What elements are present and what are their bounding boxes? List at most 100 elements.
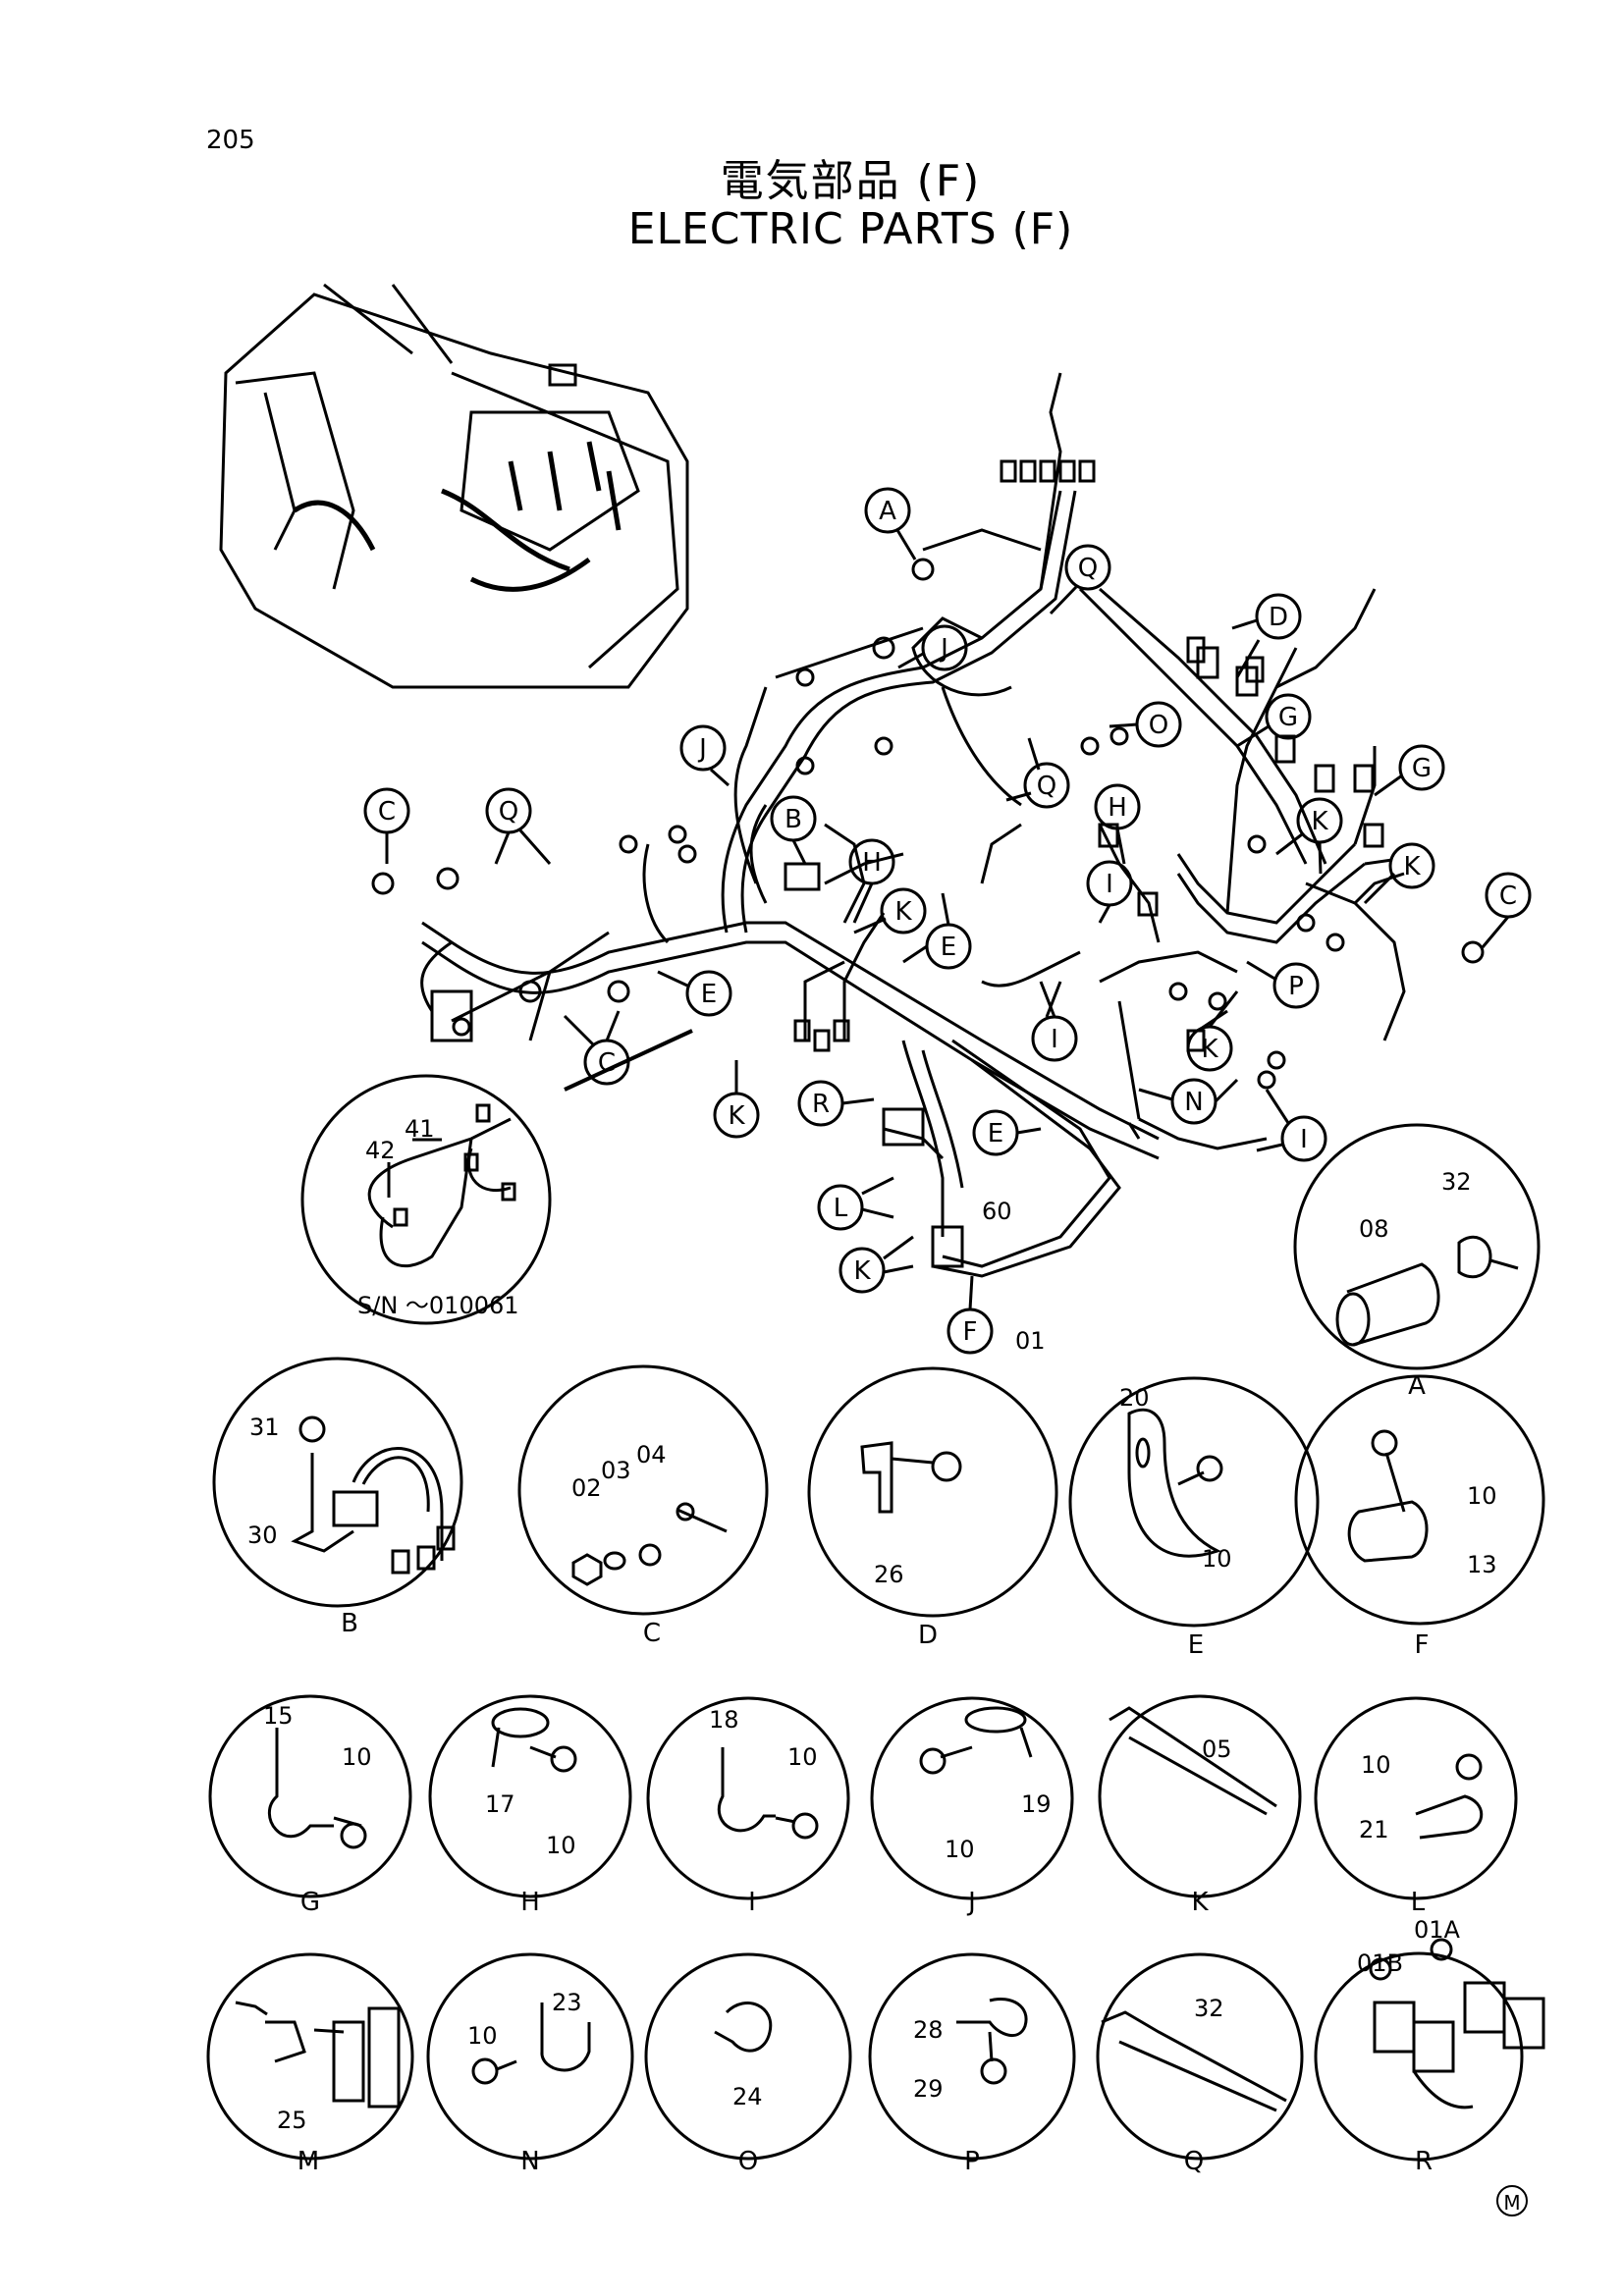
part-number: 21	[1359, 1816, 1389, 1843]
callout-letter: D	[1269, 603, 1288, 632]
callout-letter: Q	[499, 797, 518, 827]
detail-letter: E	[1188, 1630, 1204, 1660]
detail-drawings	[235, 1235, 1545, 2112]
part-number: 10	[546, 1832, 576, 1859]
part-number: 10	[787, 1743, 818, 1771]
callout-letter: H	[1108, 793, 1127, 823]
detail-letter: H	[520, 1888, 540, 1917]
part-number: 10	[467, 2022, 498, 2050]
callout-letter: J	[939, 634, 948, 664]
detail-letter: D	[918, 1621, 938, 1650]
callout-letter: G	[1412, 754, 1432, 783]
page-title-japanese: 電気部品 (F)	[720, 156, 982, 206]
part-number: 18	[709, 1706, 739, 1734]
serial-number-inset	[300, 1029, 693, 1325]
serial-range: S/N ～010061	[357, 1292, 519, 1319]
callout-letter: J	[697, 734, 707, 764]
part-number: 19	[1021, 1790, 1052, 1818]
manufacturer-mark: M	[1496, 2185, 1528, 2216]
detail-letter: A	[1408, 1371, 1426, 1401]
callout-letter: C	[598, 1048, 616, 1078]
callout-pointers	[385, 529, 1510, 1310]
part-number: 32	[1441, 1168, 1472, 1196]
part-number: 15	[263, 1702, 294, 1730]
part-number: 05	[1202, 1735, 1232, 1763]
callout-letter: E	[701, 980, 717, 1009]
part-number: 10	[945, 1836, 975, 1863]
part-number: 13	[1467, 1551, 1497, 1578]
callout-letter: C	[1499, 881, 1517, 911]
callout-letter: K	[1201, 1035, 1218, 1064]
detail-letter: M	[298, 2147, 319, 2176]
part-number: 01A	[1414, 1916, 1461, 1944]
part-number: 41	[405, 1115, 435, 1143]
part-number: 31	[249, 1414, 280, 1441]
page-number: 205	[206, 126, 255, 155]
callout-letter: C	[378, 797, 396, 827]
main-wire-harness	[371, 372, 1485, 1278]
part-number: 28	[913, 2016, 944, 2044]
part-number: 32	[1194, 1995, 1224, 2022]
detail-letter: G	[300, 1888, 320, 1917]
detail-letter: B	[341, 1609, 358, 1638]
part-number: 03	[601, 1457, 631, 1484]
detail-letter: O	[738, 2147, 758, 2176]
detail-letter: L	[1411, 1888, 1426, 1917]
callout-letter: L	[834, 1194, 848, 1223]
part-number: 04	[636, 1441, 667, 1468]
callout-letter: Q	[1037, 772, 1056, 801]
callout-letter: I	[1106, 870, 1113, 899]
callout-letter: A	[879, 497, 896, 526]
callout-letter: K	[1311, 807, 1328, 836]
callout-letter: K	[894, 897, 912, 927]
part-number: 29	[913, 2075, 944, 2103]
detail-letter: K	[1191, 1888, 1209, 1917]
part-number: 42	[365, 1137, 396, 1164]
callout-letter: G	[1278, 703, 1298, 732]
detail-letter: P	[964, 2147, 980, 2176]
part-number: 08	[1359, 1215, 1389, 1243]
callout-letter: I	[1300, 1125, 1308, 1154]
callout-letter: F	[963, 1317, 978, 1347]
callout-letter: E	[988, 1119, 1003, 1148]
detail-letter: N	[520, 2147, 539, 2176]
callout-letters: A Q J D O G G J Q C Q B H H K K K I E E …	[378, 497, 1517, 1347]
detail-letter: F	[1415, 1630, 1430, 1660]
part-number: 10	[342, 1743, 372, 1771]
callout-letter: N	[1184, 1088, 1203, 1117]
callout-letter: H	[862, 848, 882, 878]
part-number: 02	[571, 1474, 602, 1502]
callout-letter: K	[853, 1256, 871, 1286]
part-number: 20	[1119, 1384, 1150, 1412]
callout-letter: E	[941, 933, 956, 962]
part-number: 30	[247, 1522, 278, 1549]
part-number: 26	[874, 1561, 904, 1588]
part-number: 60	[982, 1198, 1012, 1225]
part-number: 01	[1015, 1327, 1046, 1355]
part-number: 23	[552, 1989, 582, 2016]
part-number: 10	[1361, 1751, 1391, 1779]
part-number: 10	[1202, 1545, 1232, 1573]
detail-letter: Q	[1184, 2147, 1204, 2176]
excavator-overview	[219, 283, 689, 689]
part-number: 10	[1467, 1482, 1497, 1510]
callout-letter: I	[1051, 1025, 1058, 1054]
detail-letter: I	[748, 1888, 756, 1917]
part-number: 01B	[1357, 1949, 1403, 1977]
callout-letter: Q	[1078, 554, 1098, 583]
detail-letter: R	[1415, 2147, 1433, 2176]
callout-letter: P	[1288, 972, 1304, 1001]
callout-letter: O	[1149, 711, 1168, 740]
detail-letter: C	[643, 1619, 661, 1648]
callout-letter: K	[1403, 852, 1421, 881]
callout-letter: K	[728, 1101, 745, 1131]
part-number: 17	[485, 1790, 515, 1818]
part-number: 25	[277, 2107, 307, 2134]
detail-circles	[206, 1123, 1545, 2162]
detail-letter: J	[966, 1888, 976, 1917]
callout-letter: R	[812, 1090, 830, 1119]
callout-letter: B	[784, 805, 802, 834]
part-number: 24	[732, 2083, 763, 2110]
page-title-english: ELECTRIC PARTS (F)	[627, 204, 1074, 254]
